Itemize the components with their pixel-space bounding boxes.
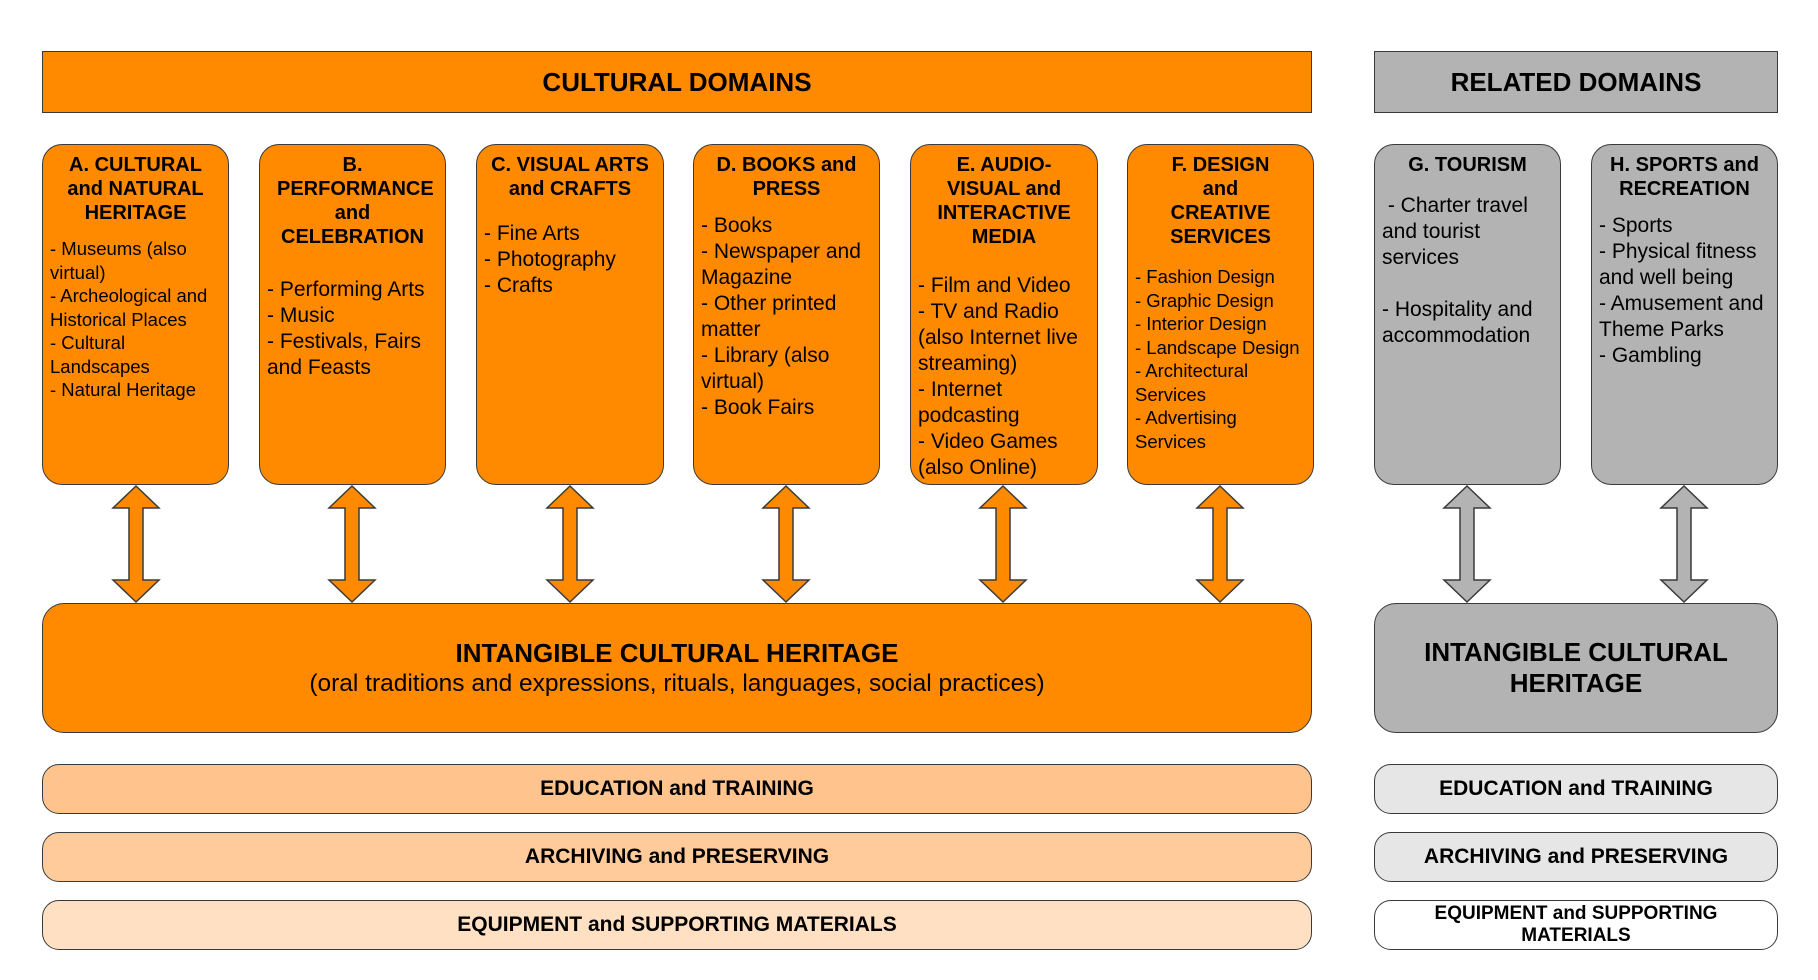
cultural-domains-title: CULTURAL DOMAINS [542,66,812,97]
related-band-equipment-label: EQUIPMENT and SUPPORTING MATERIALS [1434,903,1718,946]
domain-title-e: E. AUDIO-VISUAL and INTERACTIVE MEDIA [937,154,1071,248]
double-arrow-icon [1442,484,1492,604]
domain-box-g: G. TOURISM - Charter travel and tourist … [1374,144,1561,485]
intangible-heritage-subtitle: (oral traditions and expressions, ritual… [309,669,1045,697]
domain-items-h: - Sports - Physical fitness and well bei… [1599,213,1770,369]
domain-item: - Advertising Services [1135,407,1237,452]
domain-item: - Interior Design [1135,313,1267,334]
double-arrow-icon [1195,484,1245,604]
intangible-heritage-title: INTANGIBLE CULTURAL HERITAGE [455,637,899,668]
domain-item: - Fashion Design [1135,266,1275,287]
domain-box-h: H. SPORTS and RECREATION - Sports - Phys… [1591,144,1778,485]
band-education-label: EDUCATION and TRAINING [540,777,814,800]
double-arrow-icon [327,484,377,604]
domain-item: - Gambling [1599,344,1702,367]
double-arrow-icon [978,484,1028,604]
domain-item: - Charter travel and tourist services [1382,194,1534,269]
domain-title-g: G. TOURISM [1408,154,1527,176]
domain-item: - Archeological and Historical Places [50,285,208,330]
domain-box-f: F. DESIGN and CREATIVE SERVICES - Fashio… [1127,144,1314,485]
domain-item: - Physical fitness and well being [1599,240,1757,289]
related-band-archiving: ARCHIVING and PRESERVING [1374,832,1778,882]
arrows-layer [111,484,1709,604]
domain-item: - Sports [1599,214,1673,237]
double-arrow-icon [761,484,811,604]
domain-title-c: C. VISUAL ARTS and CRAFTS [491,154,649,200]
domain-title-d: D. BOOKS and PRESS [716,154,857,200]
related-domains-header: RELATED DOMAINS [1374,51,1778,113]
cultural-domains-header: CULTURAL DOMAINS [42,51,1312,113]
domain-item: - Book Fairs [701,396,815,419]
domain-item: - Video Games (also Online) [918,430,1058,479]
domain-item: - Music [267,304,335,327]
domain-item: - Library (also virtual) [701,344,830,393]
domain-item: - Fine Arts [484,222,580,245]
band-equipment-label: EQUIPMENT and SUPPORTING MATERIALS [457,913,897,936]
domain-item: - Film and Video [918,274,1071,297]
domain-items-d: - Books - Newspaper and Magazine - Other… [701,213,872,421]
domain-title-b: B. PERFORMANCE and CELEBRATION [277,154,434,248]
domain-items-e: - Film and Video - TV and Radio (also In… [918,273,1090,481]
domain-box-d: D. BOOKS and PRESS - Books - Newspaper a… [693,144,880,485]
domain-item: - Landscape Design [1135,336,1300,358]
band-education: EDUCATION and TRAINING [42,764,1312,814]
intangible-heritage-box: INTANGIBLE CULTURAL HERITAGE (oral tradi… [42,603,1312,733]
domain-title-h: H. SPORTS and RECREATION [1610,154,1759,200]
related-band-archiving-label: ARCHIVING and PRESERVING [1423,845,1729,868]
domain-items-f: - Fashion Design - Graphic Design - Inte… [1135,265,1306,453]
band-equipment: EQUIPMENT and SUPPORTING MATERIALS [42,900,1312,950]
domain-item: - Architectural Services [1135,360,1249,405]
double-arrow-icon [1659,484,1709,604]
domain-item: - Photography [484,248,616,271]
domain-item: - Newspaper and Magazine [701,240,861,289]
domain-title-a: A. CULTURAL and NATURAL HERITAGE [67,154,204,224]
band-archiving-label: ARCHIVING and PRESERVING [524,845,830,868]
domain-item: - Books [701,214,773,237]
domain-item: - Natural Heritage [50,379,197,400]
domain-item: - Festivals, Fairs and Feasts [267,330,422,379]
related-band-education-label: EDUCATION and TRAINING [1439,777,1713,800]
domain-items-c: - Fine Arts - Photography - Crafts [484,221,656,299]
domain-item: - Internet podcasting [918,378,1020,427]
domain-box-b: B. PERFORMANCE and CELEBRATION - Perform… [259,144,446,485]
domain-item: - Performing Arts [267,278,425,301]
related-band-education: EDUCATION and TRAINING [1374,764,1778,814]
domain-item: - Crafts [484,274,553,297]
domain-item: - Hospitality and accommodation [1382,298,1533,347]
domain-item: - TV and Radio (also Internet live strea… [918,300,1078,375]
domain-item: - Museums (also virtual) [50,238,187,283]
intangible-heritage-related-title: INTANGIBLE CULTURAL HERITAGE [1424,637,1728,698]
double-arrow-icon [545,484,595,604]
domain-items-g: - Charter travel and tourist services - … [1382,193,1553,349]
domain-box-e: E. AUDIO-VISUAL and INTERACTIVE MEDIA - … [910,144,1098,485]
intangible-heritage-related-box: INTANGIBLE CULTURAL HERITAGE [1374,603,1778,733]
domain-item: - Other printed matter [701,292,837,341]
double-arrow-icon [111,484,161,604]
domain-box-c: C. VISUAL ARTS and CRAFTS - Fine Arts - … [476,144,664,485]
domain-items-b: - Performing Arts - Music - Festivals, F… [267,277,438,381]
band-archiving: ARCHIVING and PRESERVING [42,832,1312,882]
domain-items-a: - Museums (also virtual) - Archeological… [50,237,221,402]
domain-title-f: F. DESIGN and CREATIVE SERVICES [1170,154,1271,248]
domain-item: - Graphic Design [1135,289,1274,311]
related-band-equipment: EQUIPMENT and SUPPORTING MATERIALS [1374,900,1778,950]
domain-item: - Cultural Landscapes [50,332,150,377]
domain-box-a: A. CULTURAL and NATURAL HERITAGE - Museu… [42,144,229,485]
related-domains-title: RELATED DOMAINS [1450,66,1702,97]
domain-item: - Amusement and Theme Parks [1599,292,1764,341]
